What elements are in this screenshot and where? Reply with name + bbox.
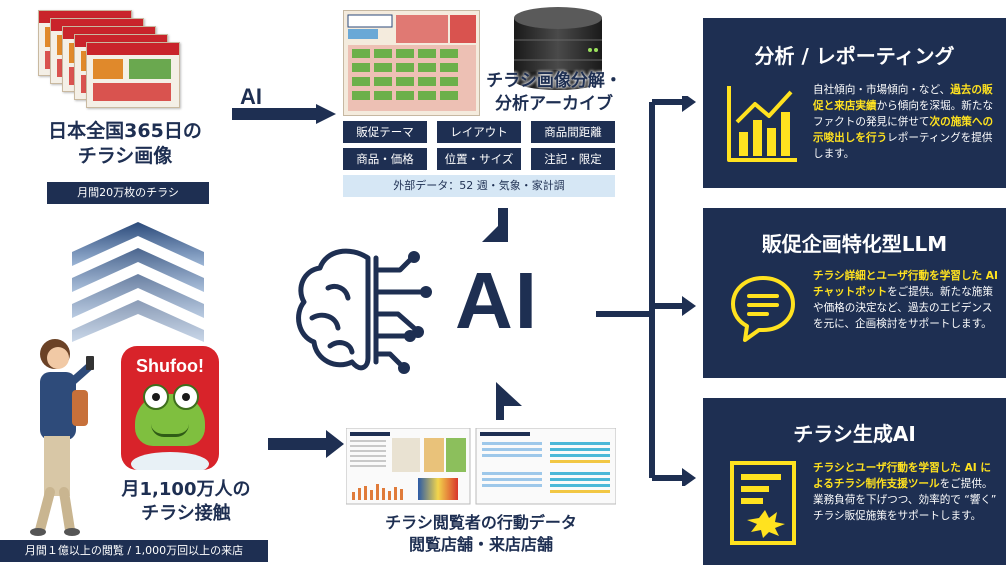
flyer-document-icon [730, 461, 796, 545]
brain-circuit-icon [296, 248, 432, 374]
frog-base [131, 452, 209, 470]
panel-analysis-reporting: 分析 / レポーティング 自社傾向・市場傾向・など、過去の販促と来店実績から傾向… [703, 18, 1006, 188]
ai-arrow-label: AI [240, 84, 262, 109]
flyer-source-title-line2: チラシ画像 [77, 145, 173, 167]
tag-product-price: 商品・価格 [343, 148, 427, 170]
tag-notes-limited: 注記・限定 [531, 148, 615, 170]
archive-title-line1: チラシ画像分解・ [486, 71, 622, 91]
shufoo-app-icon: Shufoo! [121, 346, 219, 470]
panel-promo-llm: 販促企画特化型LLM チラシ詳細とユーザ行動を学習した AI チャットボットをご… [703, 208, 1006, 378]
monthly-contact-title: 月1,100万人の チラシ接触 [96, 478, 276, 526]
chat-bubble-icon [731, 276, 795, 342]
panel-analysis-text-1: 自社傾向・市場傾向・など、 [813, 84, 951, 96]
panel-llm-body: チラシ詳細とユーザ行動を学習した AI チャットボットをご提供。新たな施策や価格… [813, 268, 1001, 332]
upward-chevrons-icon [72, 222, 204, 342]
panel-analysis-highlight-2: 次の施策への示唆出しを行う [813, 116, 994, 144]
archive-title-line2: 分析アーカイブ [495, 94, 613, 114]
tag-layout: レイアウト [437, 121, 521, 143]
panel-gen-ai-highlight-1: チラシとユーザ行動を学習した AI によるチラシ制作支援ツール [813, 462, 991, 490]
flyer-source-title: 日本全国365日の チラシ画像 [20, 119, 230, 169]
panel-analysis-text-3: レポーティングを提供します。 [813, 132, 993, 160]
right-arrow-icon [232, 104, 336, 124]
behavior-data-title: チラシ閲覧者の行動データ 閲覧店舗・来店店舗 [346, 512, 616, 556]
frog-eye-left [143, 384, 169, 410]
tag-position-size: 位置・サイズ [437, 148, 521, 170]
panel-flyer-gen-ai: チラシ生成AI チラシとユーザ行動を学習した AI によるチラシ制作支援ツールを… [703, 398, 1006, 565]
panel-analysis-title: 分析 / レポーティング [754, 44, 955, 68]
behavior-data-title-line2: 閲覧店舗・来店店舗 [408, 535, 553, 554]
panel-llm-highlight-1: チラシ詳細とユーザ行動を学習した AI チャットボット [813, 270, 998, 298]
behavior-data-title-line1: チラシ閲覧者の行動データ [385, 513, 577, 532]
archive-title: チラシ画像分解・ 分析アーカイブ [474, 70, 634, 116]
down-arrow-icon [482, 208, 508, 242]
panel-gen-ai-body: チラシとユーザ行動を学習した AI によるチラシ制作支援ツールをご提供。業務負荷… [813, 460, 1001, 524]
panel-analysis-highlight-1: 過去の販促と来店実績 [813, 84, 993, 112]
frog-mouth [151, 424, 189, 437]
branch-connector [596, 96, 696, 486]
up-arrow-icon [496, 382, 522, 420]
panel-llm-text-1: をご提供。新たな施策や価格の決定など、過去のエビデンスを元に、企画検討をサポート… [813, 286, 993, 330]
monthly-contact-line1: 月1,100万人の [121, 479, 251, 500]
flyer-layout-analysis-image [343, 10, 480, 116]
flyer-stack-image [38, 10, 198, 114]
behavior-dashboard-screenshots [346, 428, 616, 505]
shufoo-logo-text: Shufoo! [136, 356, 204, 376]
person-with-phone-illustration [30, 339, 94, 536]
tag-promo-theme: 販促テーマ [343, 121, 427, 143]
panel-analysis-text-2: から傾向を深堀。新たなファクトの発見に併せて [813, 100, 994, 128]
panel-llm-title: 販促企画特化型LLM [761, 232, 948, 256]
panel-analysis-body: 自社傾向・市場傾向・など、過去の販促と来店実績から傾向を深堀。新たなファクトの発… [813, 82, 1001, 162]
panel-gen-ai-text-1: をご提供。業務負荷を下げつつ、効率的で “響く” チラシ販促施策をサポートします… [813, 478, 997, 522]
views-visits-footer: 月間１億以上の閲覧 / 1,000万回以上の来店 [0, 540, 268, 562]
tag-product-distance: 商品間距離 [531, 121, 615, 143]
external-data-bar: 外部データ：52 週・気象・家計調 [343, 175, 615, 197]
flyer-volume-badge: 月間20万枚のチラシ [47, 182, 209, 204]
bar-chart-icon [727, 86, 797, 162]
monthly-contact-line2: チラシ接触 [141, 503, 231, 524]
flyer-source-title-line1: 日本全国365日の [48, 120, 202, 142]
frog-eye-right [173, 384, 199, 410]
ai-center-label: AI [455, 256, 539, 345]
database-server-icon [514, 7, 602, 90]
right-arrow-icon-lower [268, 430, 344, 458]
panel-gen-ai-title: チラシ生成AI [793, 422, 916, 446]
